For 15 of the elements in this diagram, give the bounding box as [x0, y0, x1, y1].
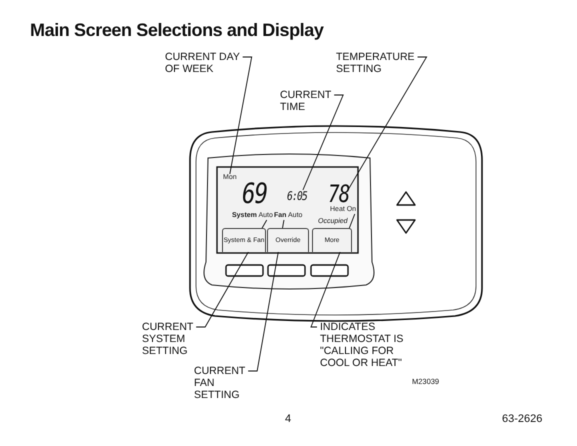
callout-label: CURRENT DAY OF WEEK [165, 51, 243, 75]
leader-line [348, 56, 428, 190]
leader-line [302, 94, 344, 190]
page-number: 4 [285, 413, 292, 425]
callout-label: TEMPERATURE SETTING [336, 51, 416, 75]
leader-line [229, 56, 252, 174]
callout-label: CURRENT SYSTEM SETTING [142, 321, 204, 357]
page-title: Main Screen Selections and Display [30, 20, 324, 41]
callout-label: CURRENT FAN SETTING [194, 365, 256, 401]
time-readout: 6:05 [287, 190, 307, 202]
room-temperature-readout: 69 [242, 180, 268, 208]
document-number: 63-2626 [502, 413, 542, 425]
callout-label: INDICATES THERMOSTAT IS "CALLING FOR COOL OR HEAT" [320, 321, 412, 369]
setpoint-readout: 78 [328, 182, 350, 206]
callout-label: CURRENT TIME [280, 89, 336, 113]
